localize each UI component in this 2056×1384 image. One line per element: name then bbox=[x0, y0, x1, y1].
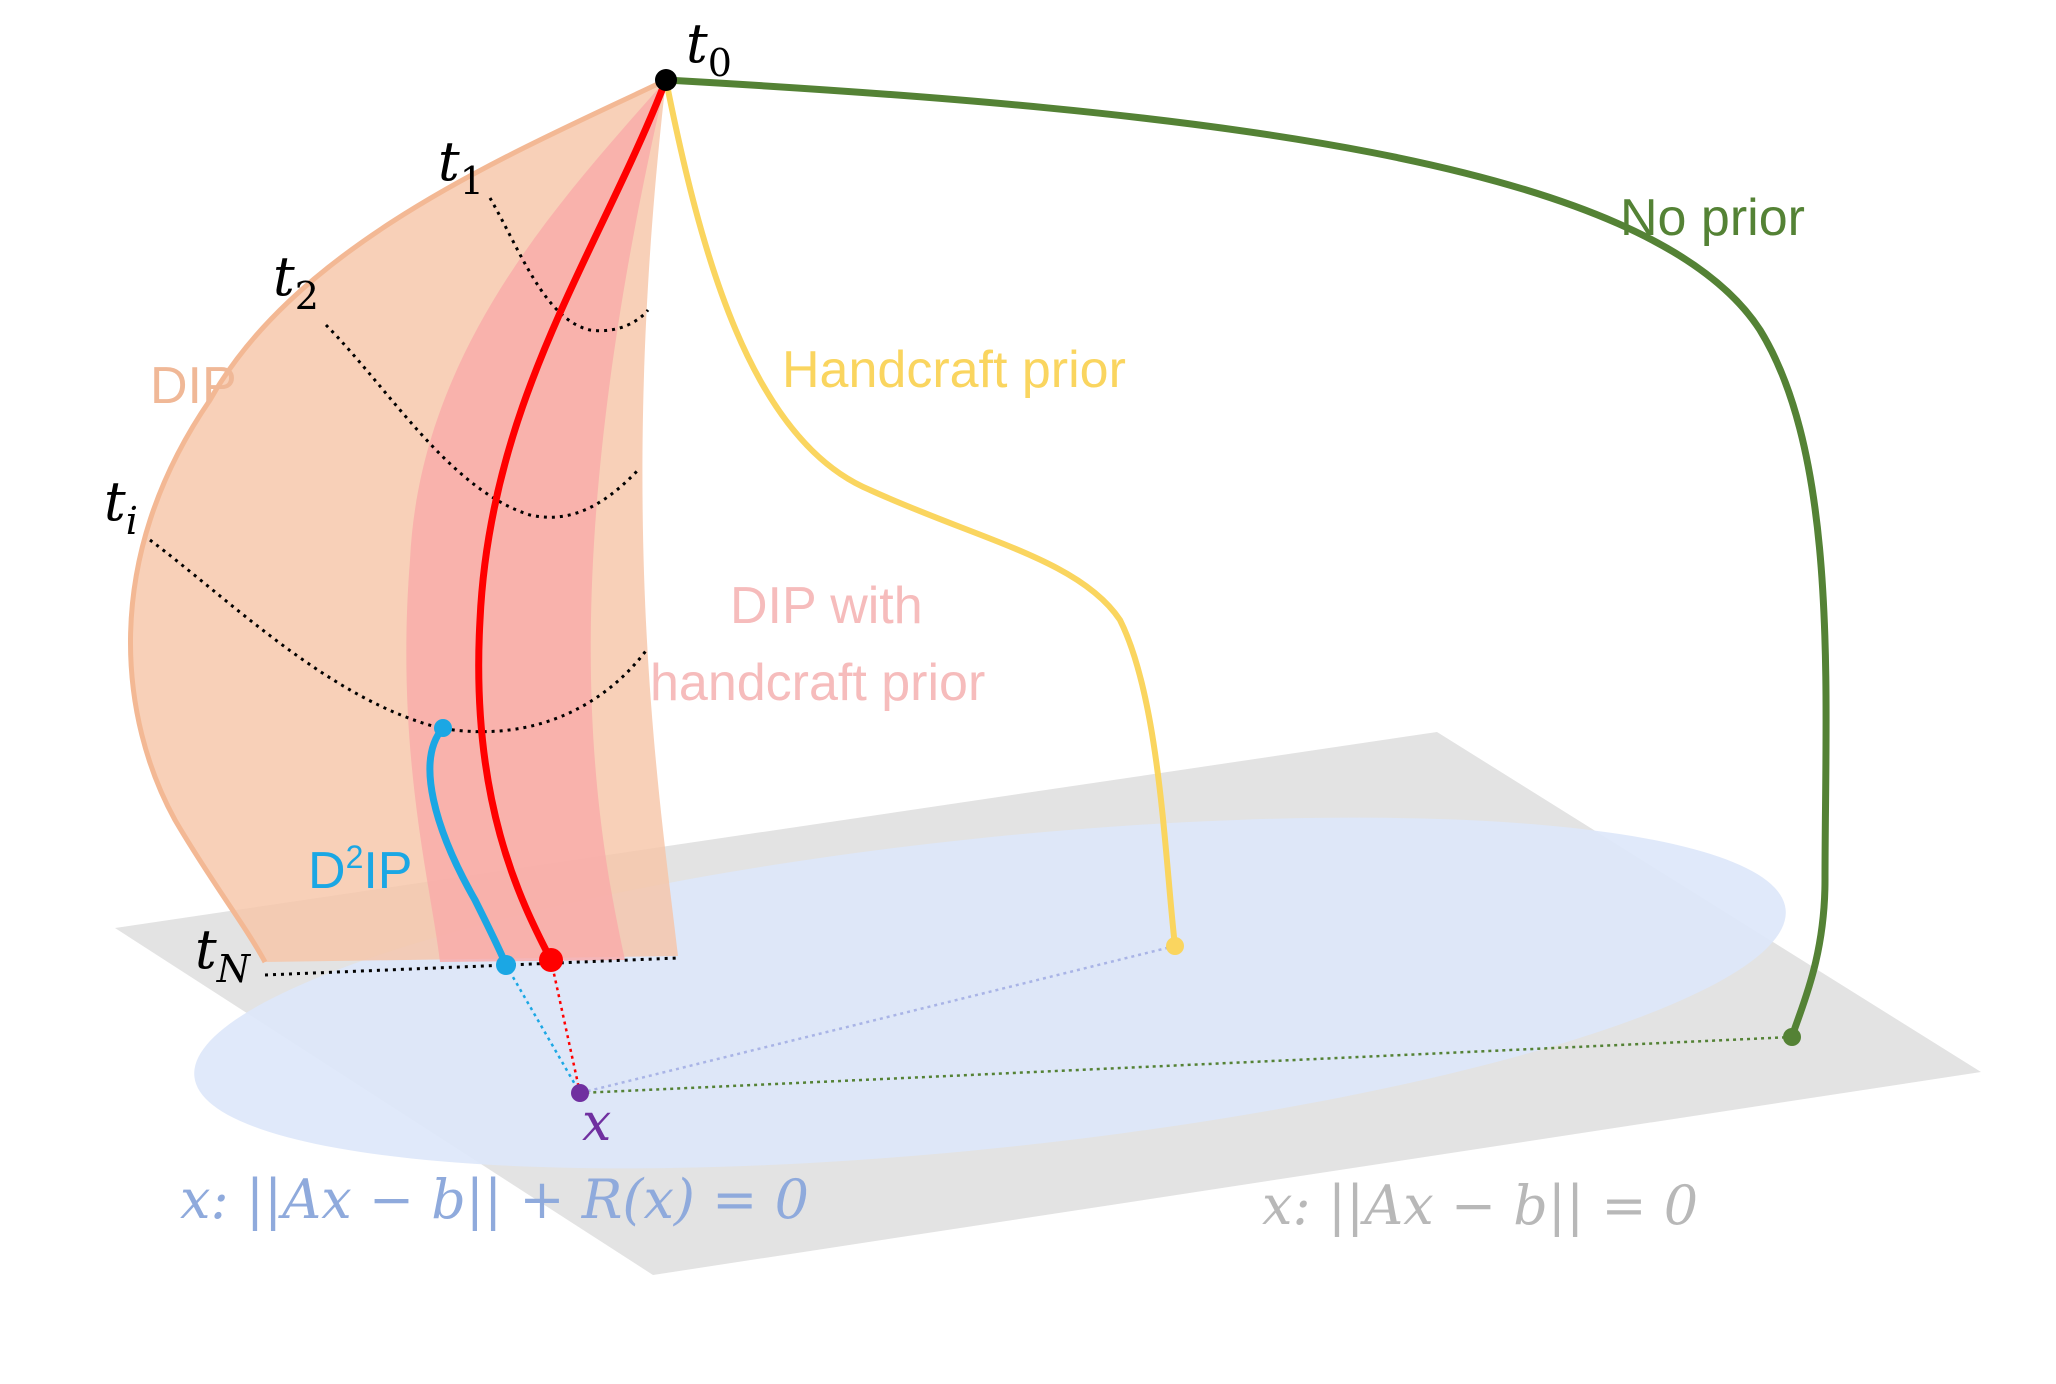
time-slice-contours bbox=[149, 197, 679, 977]
equation-regularized: x: ||Ax − b|| + R(x) = 0 bbox=[180, 1168, 809, 1231]
label-handcraft-prior: Handcraft prior bbox=[782, 341, 1126, 399]
label-x: x bbox=[582, 1093, 611, 1153]
handcraft-end-point bbox=[1166, 937, 1184, 955]
projection-dip-handcraft bbox=[549, 959, 582, 1094]
label-tN: tN bbox=[195, 918, 252, 991]
label-t0: t0 bbox=[686, 12, 732, 85]
label-dip-with: DIP with bbox=[730, 577, 923, 635]
dip-handcraft-region bbox=[406, 80, 666, 962]
label-no-prior: No prior bbox=[1620, 189, 1805, 247]
d2ip-start-point bbox=[434, 719, 452, 737]
contour-ti bbox=[149, 538, 650, 734]
no-prior-end-point bbox=[1783, 1028, 1801, 1046]
no-prior-path bbox=[665, 76, 1830, 1038]
contour-t2 bbox=[324, 323, 642, 519]
label-dip: DIP bbox=[150, 357, 237, 415]
solution-x-point bbox=[571, 1084, 589, 1102]
handcraft-prior-path bbox=[663, 79, 1178, 947]
label-d2ip: D2IP bbox=[308, 839, 413, 900]
dip-region-edge bbox=[128, 77, 668, 964]
d2ip-end-point bbox=[496, 955, 516, 975]
projection-lines bbox=[504, 944, 1793, 1095]
dip-handcraft-path bbox=[475, 78, 670, 962]
label-ti: ti bbox=[104, 470, 138, 543]
t0-point bbox=[655, 69, 677, 91]
label-dip-handcraft-prior: handcraft prior bbox=[650, 654, 985, 712]
d2ip-path bbox=[426, 725, 510, 967]
dip-handcraft-end-point bbox=[539, 948, 563, 972]
label-t2: t2 bbox=[273, 245, 319, 318]
label-t1: t1 bbox=[438, 130, 484, 203]
contour-tN bbox=[264, 956, 679, 977]
equation-plain: x: ||Ax − b|| = 0 bbox=[1262, 1174, 1698, 1237]
